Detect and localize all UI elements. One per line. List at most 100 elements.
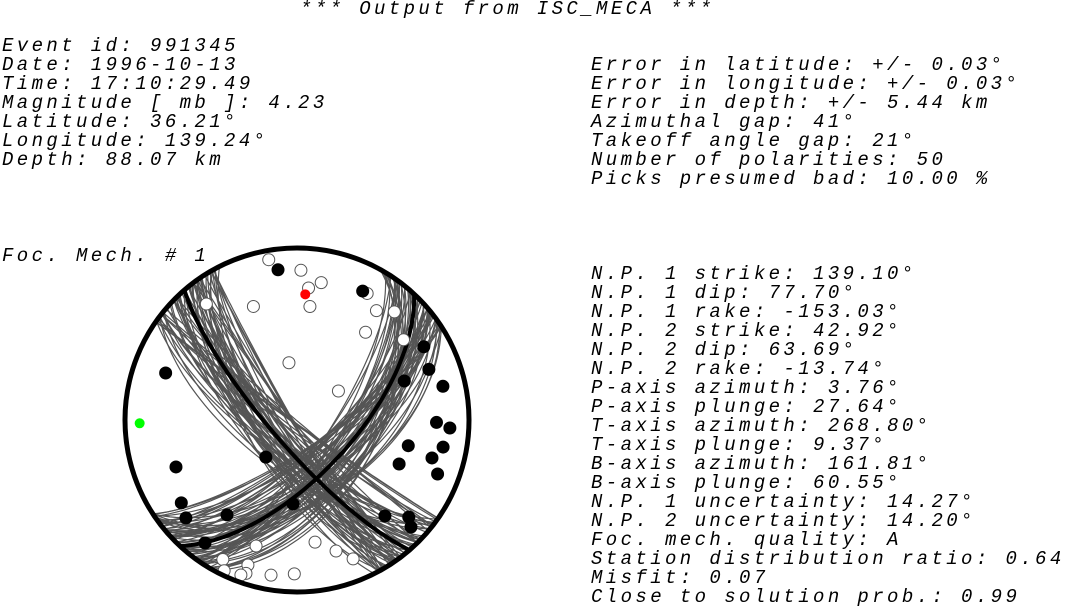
dilatation-polarity (216, 552, 230, 566)
uncertainty-plane-np1 (183, 290, 410, 551)
error-depth: Error in depth: +/- 5.44 km (591, 92, 991, 114)
dilatation-polarity (369, 304, 383, 318)
uncertainty-plane-np2 (154, 323, 441, 517)
b-axis-plunge: B-axis plunge: 60.55° (591, 472, 902, 494)
event-time: Time: 17:10:29.49 (2, 73, 254, 95)
np1-rake: N.P. 1 rake: -153.03° (591, 301, 902, 323)
dilatation-polarity (294, 263, 308, 277)
compression-polarity (356, 284, 370, 298)
dilatation-polarity (249, 539, 263, 553)
dilatation-polarity (264, 568, 278, 582)
b-axis-azimuth: B-axis azimuth: 161.81° (591, 453, 932, 475)
uncertainty-plane-np2 (194, 281, 400, 559)
dilatation-polarity (329, 544, 343, 558)
uncertainty-plane-np1 (169, 303, 425, 537)
misfit: Misfit: 0.07 (591, 567, 769, 589)
uncertainty-plane-np1 (210, 270, 384, 570)
uncertainty-plane-np2 (154, 323, 440, 517)
p-axis-marker (300, 289, 311, 300)
event-date: Date: 1996-10-13 (2, 54, 239, 76)
compression-polarity (431, 467, 445, 481)
compression-polarity (378, 509, 392, 523)
p-axis-azimuth: P-axis azimuth: 3.76° (591, 377, 902, 399)
uncertainty-plane-np2 (156, 320, 438, 521)
np1-uncertainty: N.P. 1 uncertainty: 14.27° (591, 491, 976, 513)
dilatation-polarity (282, 356, 296, 370)
uncertainty-plane-np1 (201, 276, 393, 565)
dilatation-polarity (303, 300, 317, 314)
uncertainty-plane-np2 (159, 315, 435, 525)
nodal-planes (179, 289, 417, 552)
solution-info: N.P. 1 strike: 139.10° N.P. 1 dip: 77.70… (591, 265, 1065, 607)
compression-polarity (159, 366, 173, 380)
uncertainty-plane-np1 (166, 307, 428, 533)
compression-polarity (259, 450, 273, 464)
uncertainty-plane-np1 (157, 317, 436, 523)
compression-polarity (417, 340, 431, 354)
uncertainty-plane-np1 (165, 308, 429, 532)
uncertainty-plane-np1 (214, 268, 380, 572)
np2-dip: N.P. 2 dip: 63.69° (591, 339, 858, 361)
dilatation-polarity (387, 305, 401, 319)
event-id: Event id: 991345 (2, 35, 239, 57)
dilatation-polarity (359, 325, 373, 339)
compression-polarity (404, 520, 418, 534)
compression-polarity (169, 460, 183, 474)
compression-polarity (401, 439, 415, 453)
compression-polarity (198, 536, 212, 550)
dilatation-polarity (346, 552, 360, 566)
compression-polarity (422, 362, 436, 376)
t-axis-plunge: T-axis plunge: 9.37° (591, 434, 888, 456)
event-depth: Depth: 88.07 km (2, 149, 225, 171)
azimuthal-gap: Azimuthal gap: 41° (591, 111, 858, 133)
nodal-plane-1 (182, 289, 411, 552)
event-magnitude: Magnitude [ mb ]: 4.23 (2, 92, 328, 114)
polarity-count: Number of polarities: 50 (591, 149, 947, 171)
compression-polarity (436, 379, 450, 393)
dilatation-polarity (397, 333, 411, 347)
compression-polarity (397, 374, 411, 388)
compression-polarity (443, 421, 457, 435)
uncertainty-plane-np1 (214, 268, 380, 572)
dilatation-polarity (246, 299, 260, 313)
event-latitude: Latitude: 36.21° (2, 111, 239, 133)
compression-polarity (220, 508, 234, 522)
uncertainty-plane-np2 (152, 326, 442, 527)
np1-dip: N.P. 1 dip: 77.70° (591, 282, 858, 304)
t-axis-azimuth: T-axis azimuth: 268.80° (591, 415, 932, 437)
compression-polarity (436, 440, 450, 454)
plot-title: *** Output from ISC_MECA *** (300, 0, 715, 20)
compression-polarity (429, 415, 443, 429)
uncertainty-plane-np2 (152, 326, 442, 519)
dilatation-polarity (331, 384, 345, 398)
nodal-plane-2 (179, 293, 417, 548)
stereonet-outline (122, 245, 472, 595)
bad-picks: Picks presumed bad: 10.00 % (591, 168, 991, 190)
polarity-points (134, 253, 457, 582)
compression-polarity (392, 457, 406, 471)
np1-strike: N.P. 1 strike: 139.10° (591, 263, 917, 285)
uncertainty-plane-np1 (155, 320, 438, 520)
station-distribution-ratio: Station distribution ratio: 0.64 (591, 548, 1065, 570)
solution-probability: Close to solution prob.: 0.99 (591, 586, 1021, 608)
mechanism-quality: Foc. mech. quality: A (591, 529, 902, 551)
event-longitude: Longitude: 139.24° (2, 130, 269, 152)
compression-polarity (174, 496, 188, 510)
uncertainty-plane-np1 (209, 271, 385, 569)
np2-rake: N.P. 2 rake: -13.74° (591, 358, 888, 380)
error-latitude: Error in latitude: +/- 0.03° (591, 54, 1006, 76)
dilatation-polarity (308, 535, 322, 549)
dilatation-polarity (314, 276, 328, 290)
uncertainty-plane-np1 (161, 313, 433, 527)
compression-polarity (271, 263, 285, 277)
error-longitude: Error in longitude: +/- 0.03° (591, 73, 1021, 95)
compression-polarity (286, 497, 300, 511)
uncertainty-planes (152, 266, 442, 575)
np2-strike: N.P. 2 strike: 42.92° (591, 320, 902, 342)
uncertainty-plane-np1 (197, 279, 397, 562)
dilatation-polarity (199, 297, 213, 311)
np2-uncertainty: N.P. 2 uncertainty: 14.20° (591, 510, 976, 532)
error-info: Error in latitude: +/- 0.03° Error in lo… (591, 56, 1020, 189)
takeoff-gap: Takeoff angle gap: 21° (591, 130, 917, 152)
